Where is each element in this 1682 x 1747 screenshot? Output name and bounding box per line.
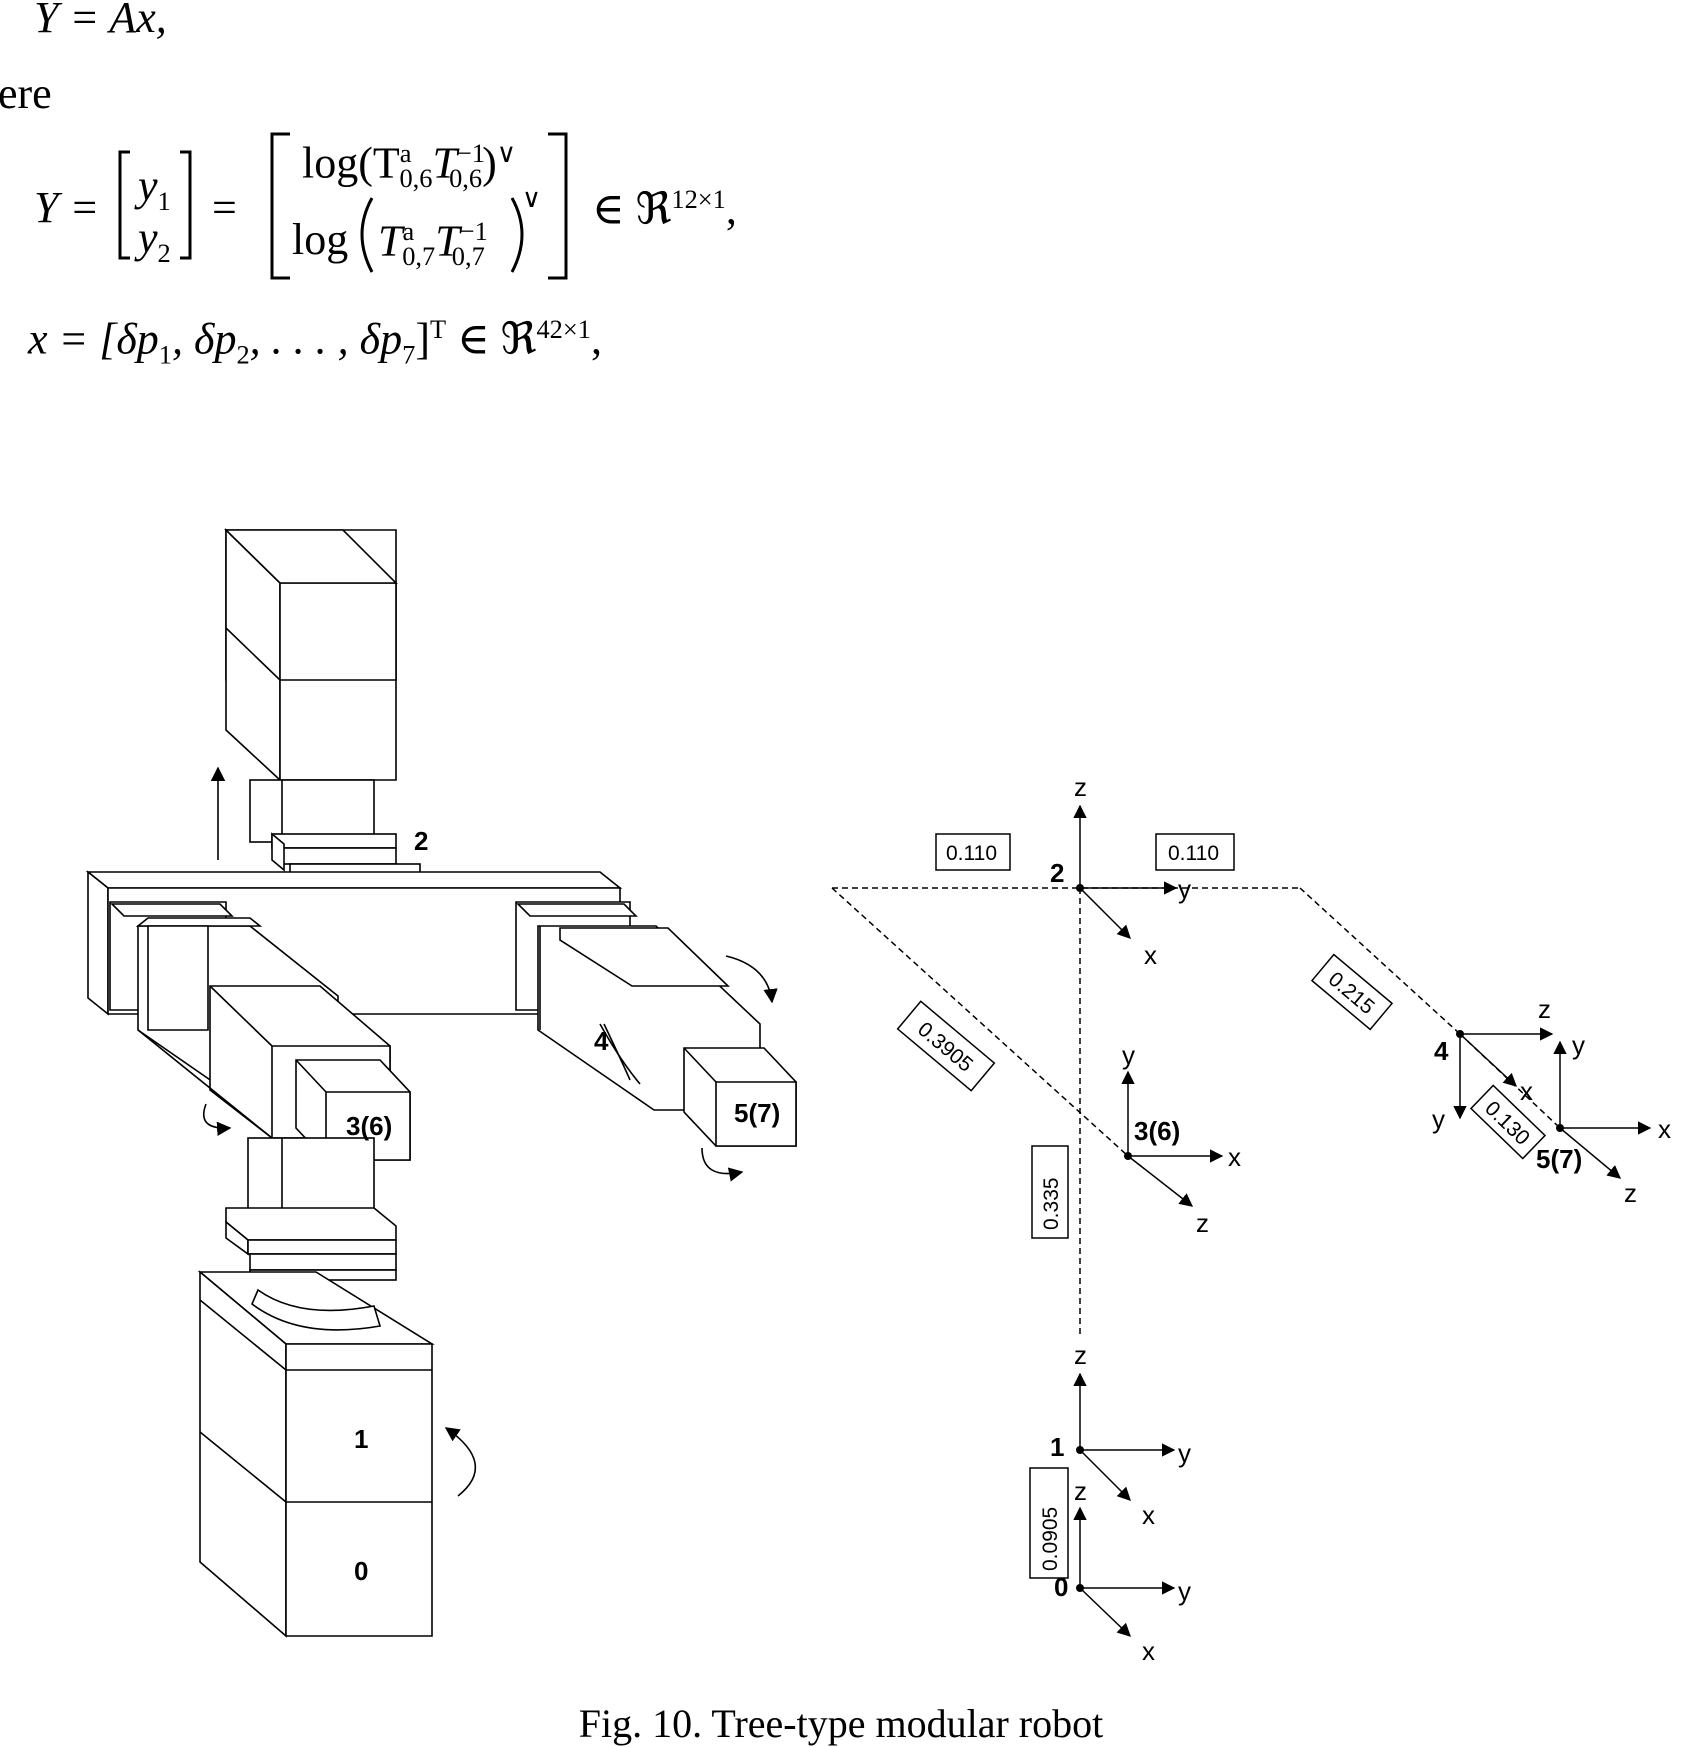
eq-y2: y2 (138, 213, 171, 268)
frame-label-2: 2 (1050, 858, 1064, 888)
svg-text:z: z (1074, 772, 1087, 802)
eq-y1: y1 (138, 161, 171, 216)
svg-text:x: x (1144, 940, 1157, 970)
dim-0335: 0.335 (1040, 1177, 1063, 1230)
axis-labels: z y x y x z z x y y x z z y x z y x (1074, 772, 1671, 1666)
where-fragment: ere (0, 68, 52, 119)
svg-text:x: x (1142, 1500, 1155, 1530)
eq-row1: log(Ta0,6T−10,6)∨ (302, 138, 517, 194)
robot-label-4: 4 (594, 1026, 609, 1056)
equation-y-ax: Y = Ax, (34, 0, 167, 40)
svg-text:x: x (1520, 1076, 1533, 1106)
svg-text:y: y (1178, 874, 1191, 904)
robot-label-1: 1 (354, 1424, 368, 1454)
svg-text:y: y (1432, 1104, 1445, 1134)
module-2-joint (271, 832, 421, 875)
kinematic-diagram (831, 804, 1652, 1637)
robot-label-0: 0 (354, 1556, 368, 1586)
svg-text:x: x (1142, 1636, 1155, 1666)
top-vertical-link (224, 528, 398, 782)
eq-row2-log: log (292, 215, 349, 264)
frame-label-4: 4 (1434, 1036, 1449, 1066)
robot-label-5-7: 5(7) (734, 1098, 780, 1128)
figure-caption: Fig. 10. Tree-type modular robot (0, 1700, 1682, 1747)
svg-text:y: y (1122, 1040, 1135, 1070)
svg-text:z: z (1074, 1476, 1087, 1506)
svg-text:z: z (1624, 1178, 1637, 1208)
dim-00905: 0.0905 (1039, 1507, 1062, 1571)
eq-in-R12: ∈ ℜ12×1, (592, 184, 737, 234)
module-5-7 (683, 1047, 797, 1147)
base-block (197, 1270, 435, 1638)
equation-x-definition: x = [δp1, δp2, . . . , δp7]T ∈ ℜ42×1, (28, 314, 602, 370)
svg-text:z: z (1538, 994, 1551, 1024)
dimension-labels: 0.110 0.110 0.3905 0.215 0.335 0.130 0.0… (913, 842, 1534, 1571)
robot-label-3-6: 3(6) (346, 1111, 392, 1141)
eq-row2-vee: ∨ (522, 184, 542, 213)
svg-text:x: x (1658, 1114, 1671, 1144)
eq-row2-terms: Ta0,7T−10,7 (378, 216, 488, 272)
robot-label-2: 2 (414, 826, 428, 856)
robot-labels: 2 4 3(6) 5(7) 1 0 (346, 826, 780, 1586)
where-fragment-text: ere (0, 69, 52, 118)
frame-label-0: 0 (1054, 1572, 1068, 1602)
eq-equals: = (212, 183, 237, 232)
figure-caption-text: Fig. 10. Tree-type modular robot (578, 1701, 1104, 1746)
eq-Y-lhs: Y = (34, 183, 100, 232)
svg-text:z: z (1196, 1208, 1209, 1238)
svg-text:z: z (1074, 1340, 1087, 1370)
svg-text:x: x (1228, 1142, 1241, 1172)
svg-text:y: y (1178, 1576, 1191, 1606)
svg-text:y: y (1572, 1030, 1585, 1060)
bracket-small (118, 132, 568, 280)
dim-0215: 0.215 (1324, 968, 1379, 1019)
dim-0110-right: 0.110 (1168, 842, 1219, 865)
frame-label-3-6: 3(6) (1134, 1116, 1180, 1146)
frame-label-1: 1 (1050, 1432, 1064, 1462)
module-1-joint (225, 1207, 397, 1281)
dashed-links (831, 887, 1461, 1336)
frame-labels: 2 3(6) 4 5(7) 1 0 (1050, 858, 1582, 1602)
dim-0110-left: 0.110 (946, 842, 997, 865)
equation-Y-definition: Y = y1 y2 = log(Ta0,6T−10,6)∨ log Ta0,7T… (0, 130, 900, 310)
frame-label-5-7: 5(7) (1536, 1144, 1582, 1174)
robot-drawing (85, 528, 797, 1638)
svg-text:y: y (1178, 1438, 1191, 1468)
equation-y-ax-text: Y = Ax, (34, 0, 167, 42)
